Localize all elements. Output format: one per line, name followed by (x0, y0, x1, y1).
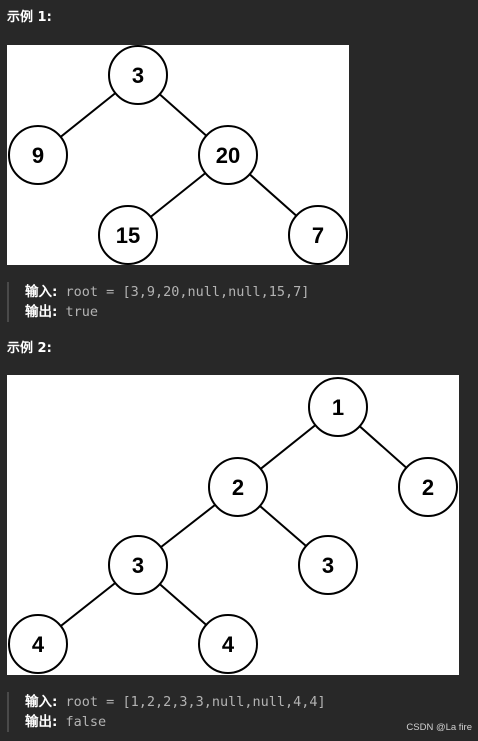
output-line: 输出: false (25, 712, 326, 732)
output-value: false (65, 714, 107, 730)
node-value: 7 (312, 223, 324, 248)
node-value: 20 (216, 143, 240, 168)
node-value: 3 (322, 553, 334, 578)
tree-node: 2 (398, 457, 458, 517)
example-1-tree: 3 9 20 15 7 (7, 45, 349, 265)
node-value: 4 (32, 632, 45, 657)
tree-node: 3 (108, 535, 168, 595)
tree-node: 4 (198, 614, 258, 674)
tree-node: 15 (98, 205, 158, 265)
output-label: 输出: (25, 304, 58, 320)
node-value: 1 (332, 395, 344, 420)
node-value: 4 (222, 632, 235, 657)
input-label: 输入: (25, 284, 58, 300)
node-value: 2 (232, 475, 244, 500)
example-2-tree: 1 2 2 3 3 4 4 (7, 375, 459, 675)
example-1-heading: 示例 1: (7, 10, 52, 25)
tree-node: 2 (208, 457, 268, 517)
example-2-heading: 示例 2: (7, 341, 52, 356)
node-value: 2 (422, 475, 434, 500)
watermark: CSDN @La fire (406, 722, 472, 733)
input-line: 输入: root = [1,2,2,3,3,null,null,4,4] (25, 692, 326, 712)
tree-node: 20 (198, 125, 258, 185)
node-value: 3 (132, 63, 144, 88)
input-label: 输入: (25, 694, 58, 710)
tree-node: 9 (8, 125, 68, 185)
output-label: 输出: (25, 714, 58, 730)
output-value: true (65, 304, 99, 320)
tree-node: 7 (288, 205, 348, 265)
example-1-codeblock: 输入: root = [3,9,20,null,null,15,7] 输出: t… (7, 282, 309, 322)
tree-node: 3 (108, 45, 168, 105)
input-value: root = [1,2,2,3,3,null,null,4,4] (65, 694, 326, 710)
node-value: 9 (32, 143, 44, 168)
input-value: root = [3,9,20,null,null,15,7] (65, 284, 310, 300)
node-value: 3 (132, 553, 144, 578)
tree-node: 1 (308, 377, 368, 437)
input-line: 输入: root = [3,9,20,null,null,15,7] (25, 282, 309, 302)
example-2-codeblock: 输入: root = [1,2,2,3,3,null,null,4,4] 输出:… (7, 692, 326, 732)
tree-node: 4 (8, 614, 68, 674)
tree-node: 3 (298, 535, 358, 595)
output-line: 输出: true (25, 302, 309, 322)
node-value: 15 (116, 223, 140, 248)
